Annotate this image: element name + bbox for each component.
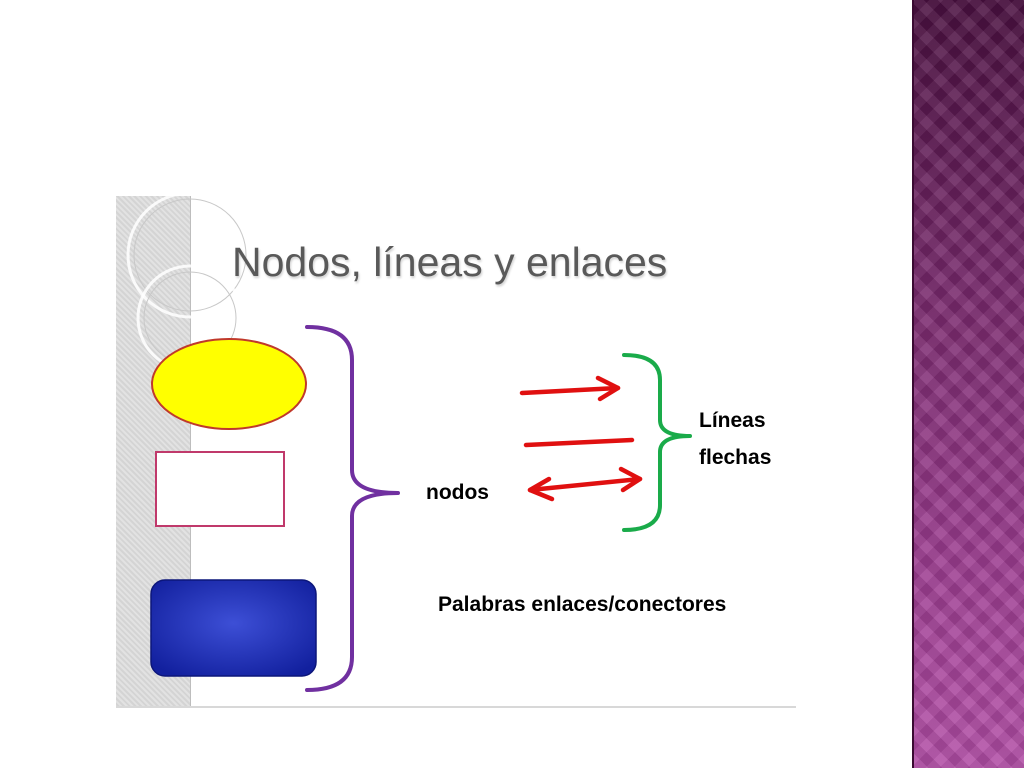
arrow-right [519, 375, 621, 402]
rounded-rectangle-node-shape [150, 579, 317, 677]
curly-brace-lines [622, 353, 692, 532]
rectangle-node-shape [155, 451, 285, 527]
ellipse-node-shape [151, 338, 307, 430]
plain-line [523, 437, 635, 448]
label-linking-words: Palabras enlaces/conectores [438, 593, 727, 616]
slide-title: Nodos, líneas y enlaces [232, 239, 668, 285]
decorative-side-band [912, 0, 1024, 768]
double-headed-arrow [527, 466, 643, 502]
curly-brace-nodes [305, 325, 400, 692]
content-bottom-border [116, 706, 796, 708]
label-nodes: nodos [426, 481, 489, 504]
label-arrows: flechas [699, 446, 772, 469]
label-lines: Líneas [699, 409, 766, 432]
